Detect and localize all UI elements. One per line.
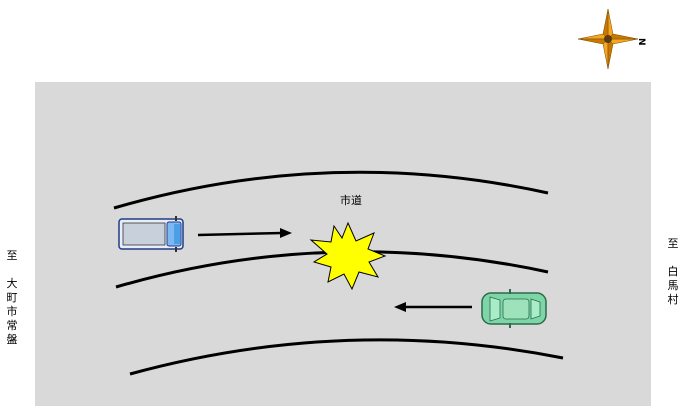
right-destination-label: 至 白 馬 村 (666, 238, 680, 308)
truck-direction-arrow (197, 228, 292, 238)
car-icon (481, 289, 547, 328)
left-destination-char: 常 (6, 319, 18, 332)
left-destination-char: 盤 (6, 333, 18, 346)
truck-icon (118, 216, 184, 252)
left-destination-char: 町 (6, 291, 18, 304)
right-destination-prefix: 至 (667, 237, 679, 250)
left-destination-char: 市 (6, 305, 18, 318)
car-direction-arrow (394, 302, 472, 312)
road-edge-top (113, 170, 549, 210)
right-destination-char: 村 (667, 293, 679, 306)
collision-burst-icon (309, 221, 387, 291)
compass-rose-icon: N (577, 8, 646, 70)
left-destination-char: 大 (6, 277, 18, 290)
road-edge-bottom (129, 338, 564, 376)
left-destination-label: 至 大 町 市 常 盤 (5, 250, 19, 348)
right-destination-char: 白 (667, 265, 679, 278)
right-destination-char: 馬 (667, 279, 679, 292)
compass-north-letter: N (636, 38, 646, 46)
left-destination-prefix: 至 (6, 249, 18, 262)
road-name-label: 市道 (340, 194, 362, 207)
